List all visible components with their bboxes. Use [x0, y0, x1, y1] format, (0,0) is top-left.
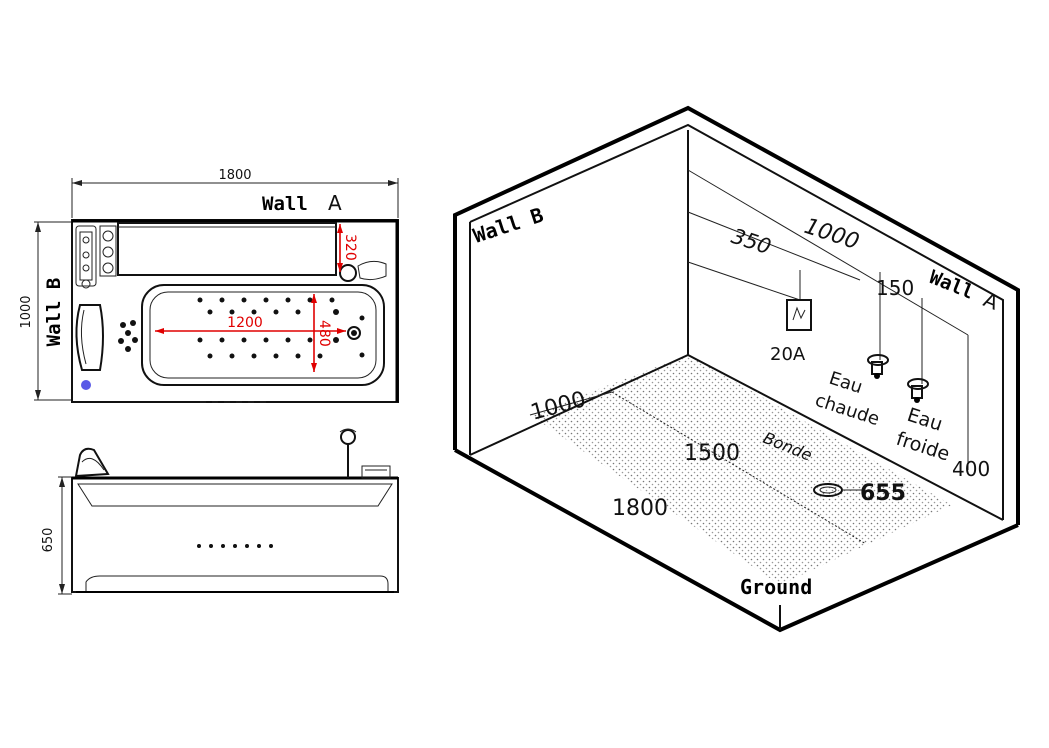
control-panel	[75, 225, 97, 287]
headrest-side	[74, 447, 110, 478]
faucet-side	[340, 429, 356, 445]
dim-height-label: 650	[41, 528, 56, 553]
drain-top	[347, 326, 361, 340]
room-view: Wall B Wall A 350 1000 150 400 20A Eau c…	[453, 105, 1020, 633]
dim-350-label: 350	[728, 224, 774, 259]
dim-wall-1000-label: 1000	[801, 214, 862, 255]
wall-a-letter-room: A	[980, 287, 1002, 314]
dim-line-wall-350	[687, 211, 861, 281]
basin-jets	[197, 297, 365, 359]
hot-water-label-2: chaude	[812, 390, 881, 430]
dim-width-label: 1000	[19, 295, 34, 328]
tub-body-side	[71, 477, 399, 593]
dim-line-outlet	[687, 261, 801, 301]
hot-water-valve-icon	[867, 354, 889, 379]
dim-400-label: 400	[952, 457, 990, 481]
basin-outer	[141, 284, 385, 386]
dim-1500-label: 1500	[684, 441, 740, 466]
dim-inner-width-label: 480	[316, 320, 332, 347]
control-buttons	[99, 225, 117, 277]
electrical-outlet-icon	[786, 299, 812, 331]
room-walls-outline	[453, 105, 1020, 525]
dim-150-label: 150	[876, 276, 914, 300]
dim-offset-label: 320	[342, 234, 358, 261]
shower-holder-side	[361, 465, 391, 479]
floor-area	[530, 355, 952, 585]
dim-inner-length-label: 1200	[227, 315, 263, 331]
blue-indicator-dot	[81, 380, 91, 390]
headrest	[75, 304, 104, 371]
outlet-label: 20A	[770, 344, 806, 365]
side-view: 650	[41, 428, 399, 595]
top-view: 1800 1000 Wall A Wall B	[19, 168, 399, 403]
floor-edges	[469, 353, 1004, 521]
cold-water-valve-icon	[907, 378, 929, 403]
dim-1800-label: 1800	[612, 496, 668, 521]
wall-a-label-top: Wall	[262, 193, 308, 215]
headrest-jets	[118, 320, 138, 352]
dim-655-label: 655	[860, 481, 906, 506]
wall-a-letter-top: A	[328, 191, 342, 215]
ground-label: Ground	[740, 575, 812, 599]
tub-rim-side	[77, 483, 393, 507]
wall-b-label-room: Wall B	[470, 203, 546, 248]
rear-shelf	[117, 222, 337, 276]
faucet-top	[339, 264, 357, 282]
wall-b-label-top: Wall B	[43, 278, 65, 347]
side-jets	[197, 544, 273, 548]
shower-holder-top	[357, 260, 387, 281]
dim-length-label: 1800	[218, 168, 251, 183]
cold-water-label-2: froide	[893, 428, 952, 466]
dim-line-wall-1000	[687, 169, 969, 336]
tub-base-side	[85, 575, 389, 592]
basin-inner	[149, 291, 377, 379]
